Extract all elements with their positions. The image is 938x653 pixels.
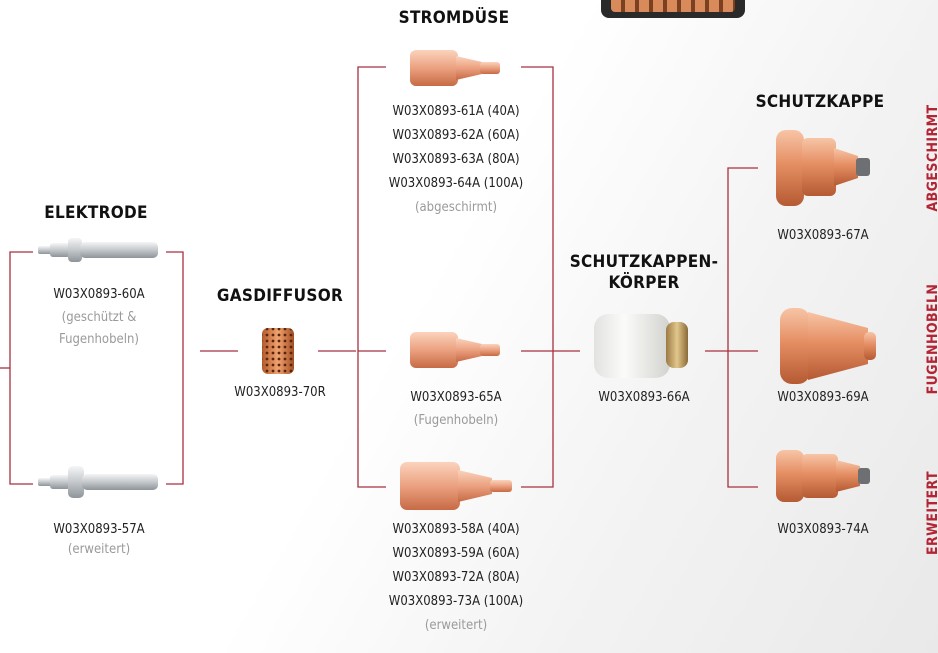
duese-left-bracket — [357, 66, 386, 488]
stromduese-abgeschirmt-code: W03X0893-64A (100A) — [388, 176, 524, 191]
elektrode-right-bracket — [166, 251, 184, 485]
stromduese-erweitert-code: W03X0893-72A (80A) — [392, 570, 520, 585]
gasdiffusor-code: W03X0893-70R — [234, 385, 326, 400]
schutzkappe-erweitert-image — [776, 450, 870, 502]
schutzkappe-code-2: W03X0893-69A — [777, 390, 869, 405]
product-box-image — [601, 0, 745, 18]
stromduese-erweitert-code: W03X0893-73A (100A) — [388, 594, 524, 609]
elektrode-left-bracket — [9, 251, 33, 485]
gasdiffusor-title: GASDIFFUSOR — [216, 286, 344, 306]
elektrode-part-a-image — [38, 238, 158, 262]
schutzkappe-code-3: W03X0893-74A — [777, 522, 869, 537]
koerper-title-line2: KÖRPER — [608, 273, 680, 293]
side-label-erweitert: ERWEITERT — [925, 471, 938, 555]
stromduese-abgeschirmt-codes: W03X0893-61A (40A) W03X0893-62A (60A) W0… — [366, 100, 546, 220]
koerper-title-line1: SCHUTZKAPPEN- — [569, 252, 719, 272]
schutzkappe-abgeschirmt-image — [776, 130, 870, 206]
stromduese-erweitert-code: W03X0893-58A (40A) — [392, 522, 520, 537]
koerper-image — [594, 314, 688, 378]
duese-right-bracket — [521, 66, 554, 488]
schutzkappe-code-1: W03X0893-67A — [777, 228, 869, 243]
elektrode-part-b-note: (erweitert) — [67, 542, 131, 557]
elektrode-part-a-note-line1: (geschützt & — [61, 310, 137, 325]
elektrode-part-b-code: W03X0893-57A — [53, 522, 145, 537]
side-label-abgeschirmt: ABGESCHIRMT — [925, 104, 938, 212]
kappe-left-bracket — [727, 167, 758, 488]
elektrode-part-b-image — [38, 466, 158, 498]
elektrode-part-a-note-line2: Fugenhobeln) — [59, 332, 139, 347]
elektrode-part-a-code: W03X0893-60A — [53, 287, 145, 302]
side-label-fugenhobeln: FUGENHOBELN — [925, 283, 938, 395]
schutzkappe-fugenhobeln-image — [780, 308, 876, 384]
stromduese-erweitert-codes: W03X0893-58A (40A) W03X0893-59A (60A) W0… — [366, 518, 546, 638]
stromduese-title: STROMDÜSE — [398, 8, 510, 28]
stromduese-erweitert-code: W03X0893-59A (60A) — [392, 546, 520, 561]
schutzkappe-title: SCHUTZKAPPE — [755, 92, 885, 112]
stromduese-erweitert-image — [400, 462, 512, 510]
stromduese-abgeschirmt-code: W03X0893-62A (60A) — [392, 128, 520, 143]
stromduese-fugenhobeln-code: W03X0893-65A — [410, 390, 502, 405]
stromduese-fugenhobeln-note: (Fugenhobeln) — [413, 413, 499, 428]
stromduese-erweitert-note: (erweitert) — [424, 618, 488, 633]
stromduese-abgeschirmt-note: (abgeschirmt) — [414, 200, 498, 215]
elektrode-title: ELEKTRODE — [44, 203, 148, 223]
stromduese-abgeschirmt-image — [410, 50, 500, 86]
stromduese-fugenhobeln-image — [410, 332, 500, 368]
stromduese-abgeschirmt-code: W03X0893-63A (80A) — [392, 152, 520, 167]
gasdiffusor-image — [262, 328, 294, 374]
stromduese-abgeschirmt-code: W03X0893-61A (40A) — [392, 104, 520, 119]
koerper-code: W03X0893-66A — [598, 390, 690, 405]
